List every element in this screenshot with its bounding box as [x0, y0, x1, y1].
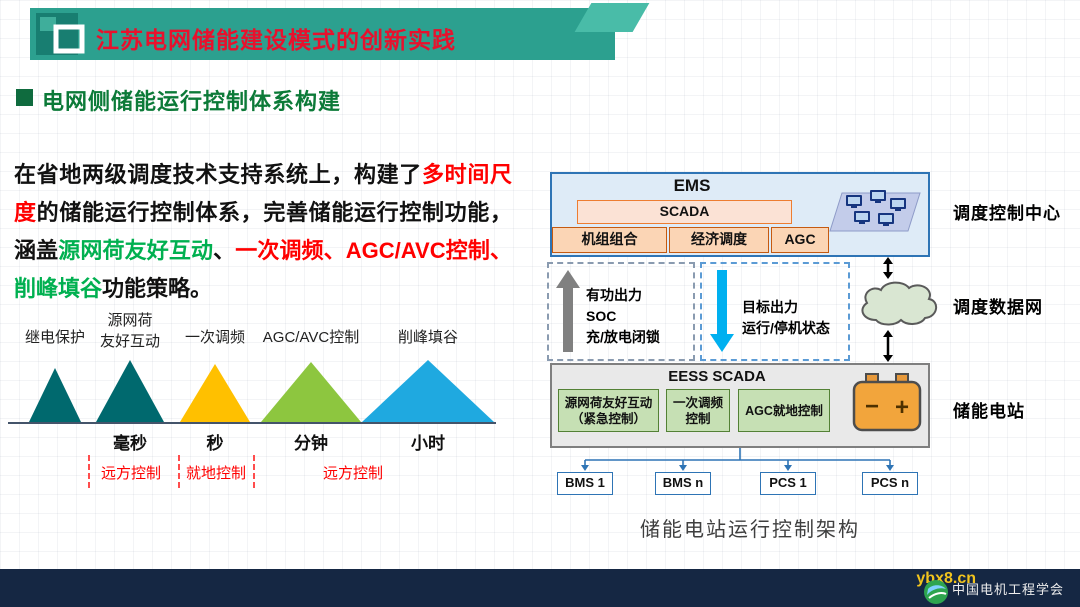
eess-module: 一次调频控制 [666, 389, 730, 432]
timescale-label: 继电保护 [24, 329, 86, 346]
eess-module: 源网荷友好互动（紧急控制） [558, 389, 659, 432]
battery-positive-symbol: + [895, 394, 909, 421]
control-mode-label: 就地控制 [185, 465, 247, 482]
timescale-triangle [180, 364, 250, 422]
ems-box: EMS SCADA 机组组合 经济调度 AGC [550, 172, 930, 257]
time-unit-label: 小时 [411, 434, 445, 453]
footer-bar: ybx8.cn 中国电机工程学会 [0, 569, 1080, 607]
intro-paragraph: 在省地两级调度技术支持系统上，构建了多时间尺度的储能运行控制体系，完善储能运行控… [14, 156, 512, 308]
intro-segment-highlight: 源网荷友好互动 [58, 238, 214, 263]
eess-module: AGC就地控制 [738, 389, 830, 432]
flow-line: 充/放电闭锁 [586, 329, 660, 345]
diagram-caption: 储能电站运行控制架构 [640, 519, 860, 541]
intro-segment-highlight: 削峰填谷 [14, 276, 103, 301]
computer-network-icon [829, 190, 921, 232]
intro-segment: 、 [213, 238, 236, 263]
timescale-triangle [29, 368, 81, 422]
footer-org-name: 中国电机工程学会 [951, 582, 1064, 597]
timescale-chart: 继电保护 源网荷 友好互动 一次调频 AGC/AVC控制 削峰填谷 毫秒 秒 分… [8, 312, 510, 494]
section-title: 电网侧储能运行控制体系构建 [42, 89, 342, 114]
time-unit-label: 分钟 [294, 434, 328, 453]
intro-segment-highlight: 一次调频、AGC/AVC控制、 [235, 238, 512, 263]
flow-line: SOC [586, 308, 617, 324]
dispatch-center-label: 调度控制中心 [953, 204, 1061, 223]
ems-title: EMS [673, 176, 711, 195]
control-mode-label: 远方控制 [322, 465, 384, 482]
timescale-label: 源网荷 友好互动 [99, 312, 161, 350]
intro-segment: 的储能运行控制体系，完善储能运行控制功能，涵盖 [14, 200, 512, 263]
timeline-axis [8, 422, 496, 424]
storage-station-label: 储能电站 [953, 402, 1025, 421]
device-box-bms1: BMS 1 [557, 472, 613, 495]
upward-flow-box: 有功出力 SOC 充/放电闭锁 [547, 262, 695, 361]
timescale-triangle [362, 360, 494, 422]
cloud-icon [861, 281, 937, 326]
scada-box: SCADA [577, 200, 792, 224]
ems-module: 机组组合 [552, 227, 667, 253]
downward-flow-text: 目标出力 运行/停机状态 [742, 297, 830, 339]
intro-segment-highlight: 多时间尺度 [14, 162, 512, 225]
csee-logo-icon [924, 580, 948, 604]
device-box-bmsn: BMS n [655, 472, 711, 495]
device-box-pcsn: PCS n [862, 472, 918, 495]
section-heading: 电网侧储能运行控制体系构建 [16, 84, 341, 116]
time-unit-label: 秒 [206, 434, 224, 453]
battery-icon: − + [852, 373, 922, 432]
flow-line: 运行/停机状态 [742, 320, 830, 336]
page-title: 江苏电网储能建设模式的创新实践 [96, 27, 456, 53]
control-divider [178, 455, 180, 488]
control-divider [253, 455, 255, 488]
data-network-label: 调度数据网 [953, 298, 1043, 317]
timescale-triangle [96, 360, 164, 422]
timescale-triangle [261, 362, 361, 422]
architecture-diagram: EMS SCADA 机组组合 经济调度 AGC [545, 167, 1080, 555]
ems-module: AGC [771, 227, 829, 253]
device-box-pcs1: PCS 1 [760, 472, 816, 495]
battery-negative-symbol: − [865, 393, 879, 420]
timescale-label: 削峰填谷 [397, 329, 459, 346]
eess-scada-title: EESS SCADA [668, 368, 766, 385]
up-block-arrow-icon [556, 270, 580, 352]
flow-line: 有功出力 [586, 287, 642, 303]
time-unit-label: 毫秒 [113, 434, 147, 453]
intro-segment: 功能策略。 [102, 276, 213, 301]
upward-flow-text: 有功出力 SOC 充/放电闭锁 [586, 285, 660, 348]
bus-connector-lines [581, 448, 894, 471]
eess-scada-box: EESS SCADA 源网荷友好互动（紧急控制） 一次调频控制 AGC就地控制 … [550, 363, 930, 448]
flow-line: 目标出力 [742, 299, 798, 315]
double-arrow-icon [883, 257, 893, 279]
brand-logo-icon [36, 13, 85, 55]
intro-segment: 在省地两级调度技术支持系统上，构建了 [14, 162, 422, 187]
control-divider [88, 455, 90, 488]
double-arrow-icon [883, 330, 893, 362]
header-band [30, 8, 615, 60]
timescale-label: AGC/AVC控制 [262, 329, 360, 346]
downward-flow-box: 目标出力 运行/停机状态 [700, 262, 850, 361]
section-bullet-icon [16, 89, 33, 106]
ems-module: 经济调度 [669, 227, 769, 253]
down-block-arrow-icon [710, 270, 734, 352]
control-mode-label: 远方控制 [100, 465, 162, 482]
timescale-label: 一次调频 [184, 329, 246, 346]
